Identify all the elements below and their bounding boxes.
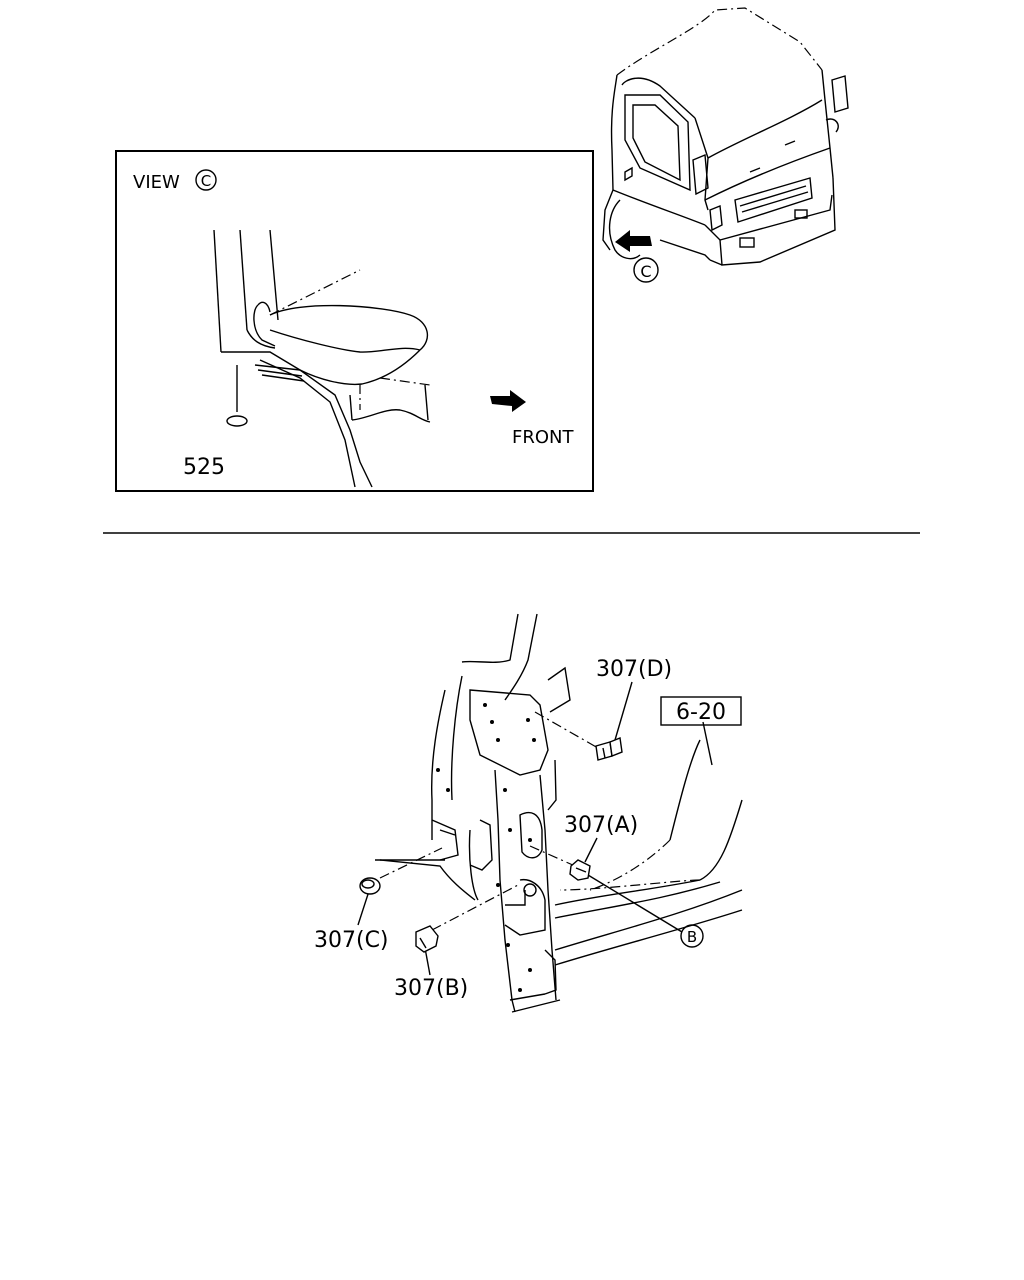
view-ref-badge: C (195, 169, 217, 191)
view-callout-c: C (633, 257, 659, 283)
svg-text:B: B (687, 928, 697, 946)
view-arrow-icon (615, 230, 652, 252)
plug-307b-icon (415, 925, 439, 953)
grommet-307a-icon (569, 859, 591, 881)
front-arrow-icon (490, 390, 526, 412)
page-reference-box: 6-20 (660, 696, 742, 726)
grommet-307c-icon (359, 877, 381, 895)
part-label-307d: 307(D) (596, 657, 672, 682)
front-label: FRONT (512, 427, 574, 448)
view-c-frame (115, 150, 594, 492)
part-label-525: 525 (183, 455, 225, 480)
seat-sketch (213, 229, 431, 488)
pillar-view: 307(D) 307(A) 307(C) 307(B) 6-20 B (314, 613, 743, 1013)
clip-307d-icon (595, 737, 623, 761)
leader-307b (431, 883, 521, 931)
part-label-307c: 307(C) (314, 928, 389, 953)
leader-307c (379, 847, 443, 879)
truck-cab-view: C (602, 7, 849, 283)
view-c-panel: VIEW C (115, 150, 594, 492)
part-label-307b: 307(B) (394, 976, 468, 1001)
svg-text:C: C (201, 172, 211, 190)
part-label-307a: 307(A) (564, 813, 638, 838)
view-title: VIEW (133, 172, 180, 193)
leader-b (587, 874, 683, 933)
pillar-holes (436, 703, 536, 992)
svg-text:C: C (640, 262, 651, 281)
detail-callout-b: B (680, 924, 704, 948)
leader-307d (534, 711, 599, 749)
svg-text:6-20: 6-20 (676, 700, 726, 725)
leader-307a (529, 845, 576, 867)
leader-6-20 (702, 721, 713, 766)
